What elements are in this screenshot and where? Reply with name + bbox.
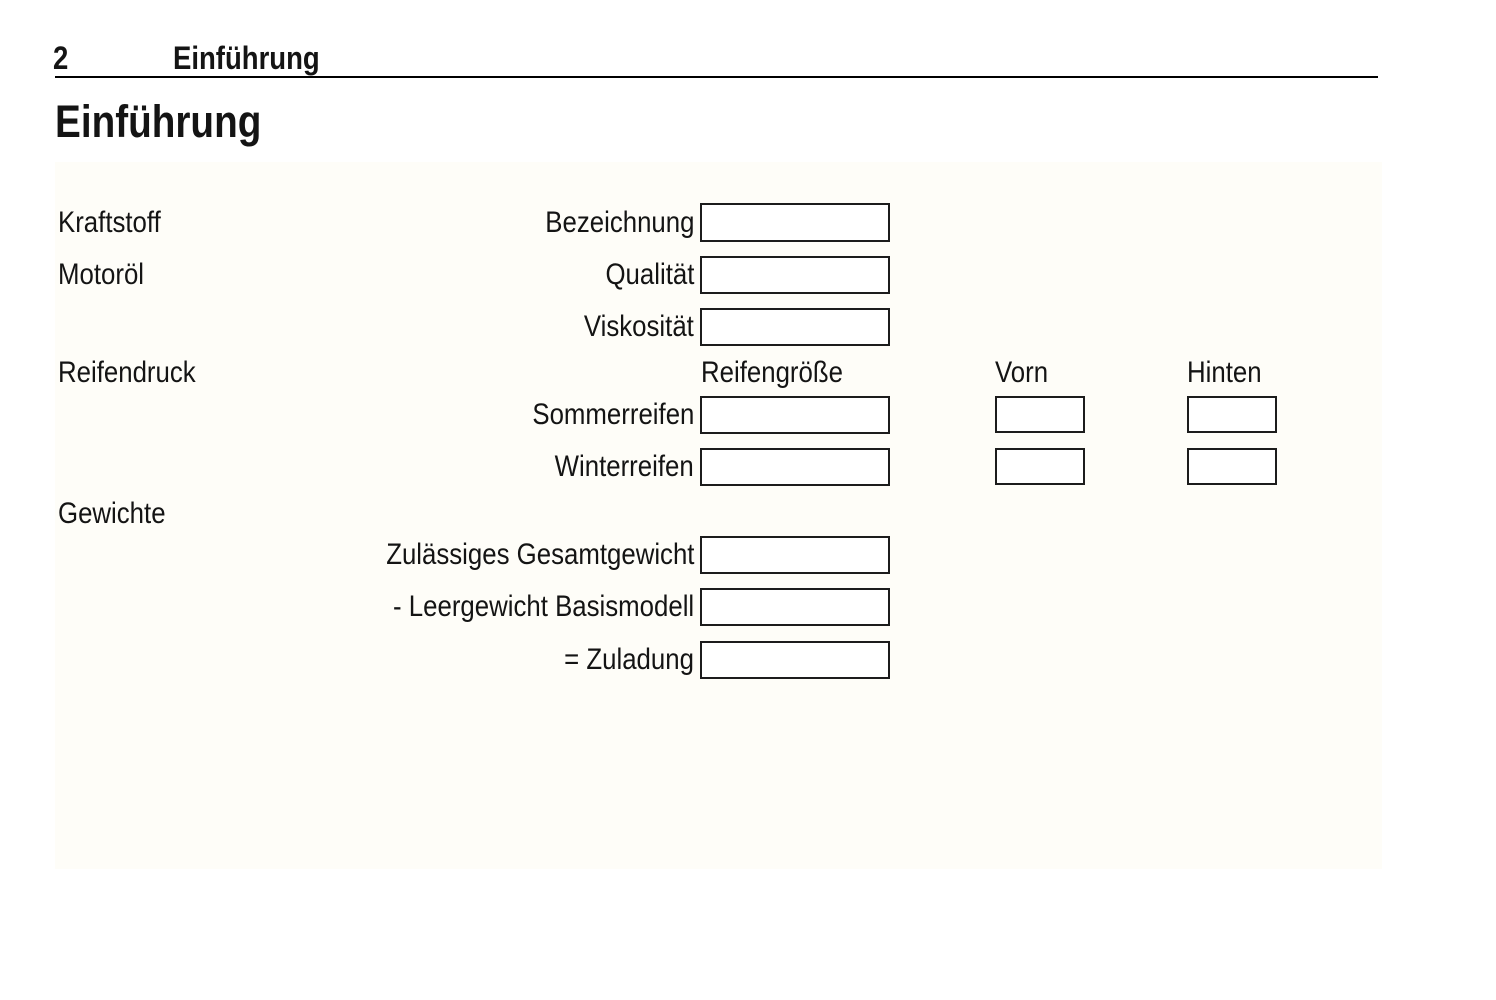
- winterreifen-groesse-input[interactable]: [700, 448, 890, 486]
- column-header-hinten: Hinten: [1187, 356, 1262, 389]
- winterreifen-hinten-input[interactable]: [1187, 448, 1277, 485]
- header-rule: [55, 76, 1378, 78]
- row-label-sommerreifen: Sommerreifen: [531, 398, 694, 431]
- running-chapter-title: Einführung: [173, 40, 320, 76]
- field-label-bezeichnung: Bezeichnung: [544, 206, 694, 239]
- page-title: Einführung: [55, 96, 262, 147]
- row-label-zuladung: = Zuladung: [564, 643, 694, 676]
- gesamtgewicht-input[interactable]: [700, 536, 890, 574]
- sommerreifen-vorn-input[interactable]: [995, 396, 1085, 433]
- sommerreifen-groesse-input[interactable]: [700, 396, 890, 434]
- section-label-motoroel: Motoröl: [58, 258, 145, 291]
- row-label-winterreifen: Winterreifen: [554, 450, 694, 483]
- section-label-reifendruck: Reifendruck: [58, 356, 196, 389]
- section-label-kraftstoff: Kraftstoff: [58, 206, 161, 239]
- field-label-viskositaet: Viskosität: [584, 310, 694, 343]
- winterreifen-vorn-input[interactable]: [995, 448, 1085, 485]
- page-number: 2: [53, 40, 69, 76]
- qualitaet-input[interactable]: [700, 256, 890, 294]
- row-label-gesamtgewicht: Zulässiges Gesamtgewicht: [385, 538, 694, 571]
- leergewicht-input[interactable]: [700, 588, 890, 626]
- sommerreifen-hinten-input[interactable]: [1187, 396, 1277, 433]
- column-header-reifengroesse: Reifengröße: [701, 356, 843, 389]
- viskositaet-input[interactable]: [700, 308, 890, 346]
- column-header-vorn: Vorn: [995, 356, 1049, 389]
- section-label-gewichte: Gewichte: [58, 497, 166, 530]
- field-label-qualitaet: Qualität: [605, 258, 694, 291]
- bezeichnung-input[interactable]: [700, 203, 890, 242]
- zuladung-input[interactable]: [700, 641, 890, 679]
- row-label-leergewicht: - Leergewicht Basismodell: [392, 590, 694, 623]
